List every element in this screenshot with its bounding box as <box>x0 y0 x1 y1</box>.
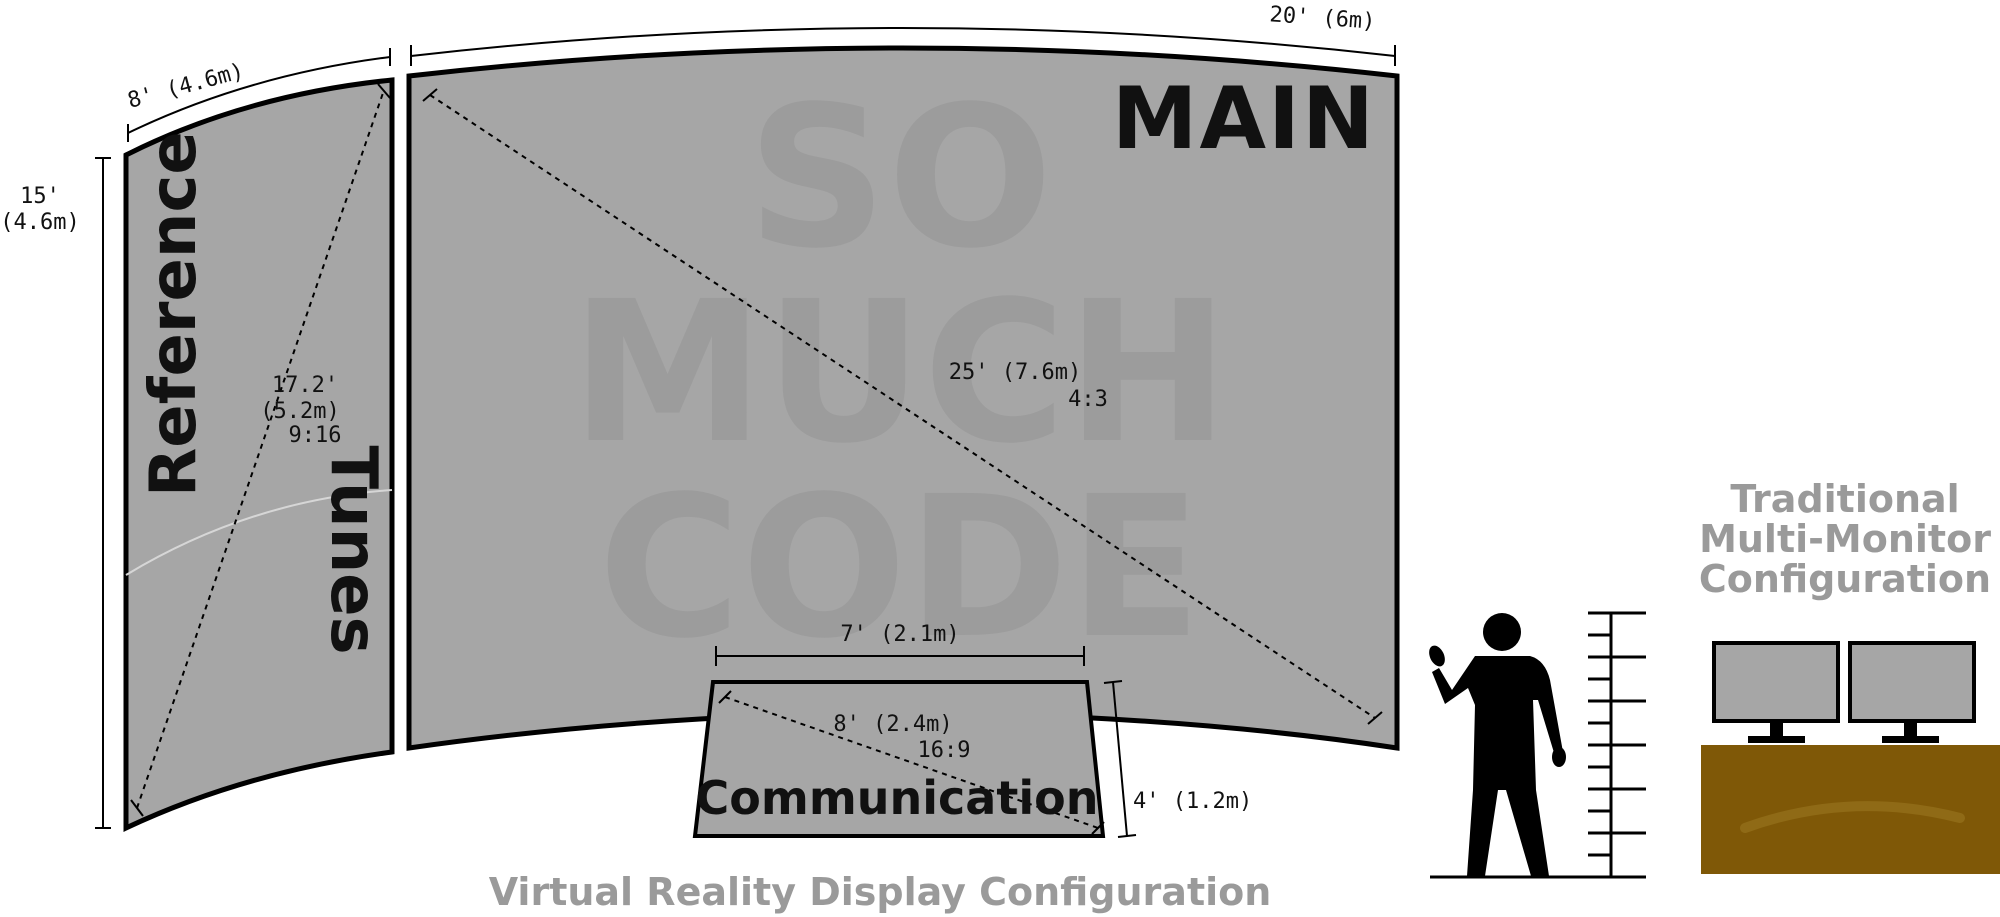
person-icon <box>1429 613 1566 876</box>
reference-width-dimension <box>127 48 391 142</box>
watermark-line-1: SO <box>747 64 1053 291</box>
reference-screen-panel <box>123 77 395 832</box>
communication-height-dimension <box>1103 680 1137 838</box>
communication-width-dimension <box>715 646 1085 666</box>
main-diagonal <box>422 88 1383 725</box>
watermark-line-3: CODE <box>598 454 1202 681</box>
reference-height-metric: (4.6m) <box>0 210 79 235</box>
main-width-dimension <box>410 27 1396 66</box>
main-screen-panel <box>406 45 1400 751</box>
main-diagonal-length: 25' (7.6m) <box>949 360 1081 385</box>
monitor-icon <box>1712 641 1840 743</box>
communication-width-label: 7' (2.1m) <box>840 622 959 647</box>
communication-screen-panel <box>692 680 1106 838</box>
reference-diagonal-length: 17.2' <box>272 373 338 398</box>
reference-aspect-ratio: 9:16 <box>289 423 342 448</box>
height-ruler-icon <box>1430 611 1646 879</box>
main-width-label: 20' (6m) <box>1269 2 1376 34</box>
communication-height-label: 4' (1.2m) <box>1133 789 1252 814</box>
traditional-caption-line-2: Multi-Monitor <box>1699 517 1991 561</box>
reference-height-dimension <box>95 157 111 829</box>
tunes-label: Tunes <box>316 445 390 654</box>
traditional-caption-line-1: Traditional <box>1730 477 1959 521</box>
desk-icon <box>1701 745 2000 874</box>
traditional-caption-line-3: Configuration <box>1699 557 1991 601</box>
watermark-line-2: MUCH <box>571 259 1230 486</box>
reference-height-feet: 15' <box>20 184 60 209</box>
main-aspect-ratio: 4:3 <box>1068 387 1108 412</box>
reference-diagonal-metric: (5.2m) <box>260 399 339 424</box>
communication-aspect-ratio: 16:9 <box>918 738 971 763</box>
monitor-icon <box>1848 641 1976 743</box>
communication-label: Communication <box>696 771 1099 825</box>
reference-label: Reference <box>137 131 211 497</box>
main-watermark: SO MUCH CODE <box>571 64 1230 681</box>
main-label: MAIN <box>1112 69 1376 169</box>
communication-diagonal-length: 8' (2.4m) <box>833 712 952 737</box>
vr-caption: Virtual Reality Display Configuration <box>489 870 1272 914</box>
reference-width-label: 8' (4.6m) <box>125 59 247 114</box>
